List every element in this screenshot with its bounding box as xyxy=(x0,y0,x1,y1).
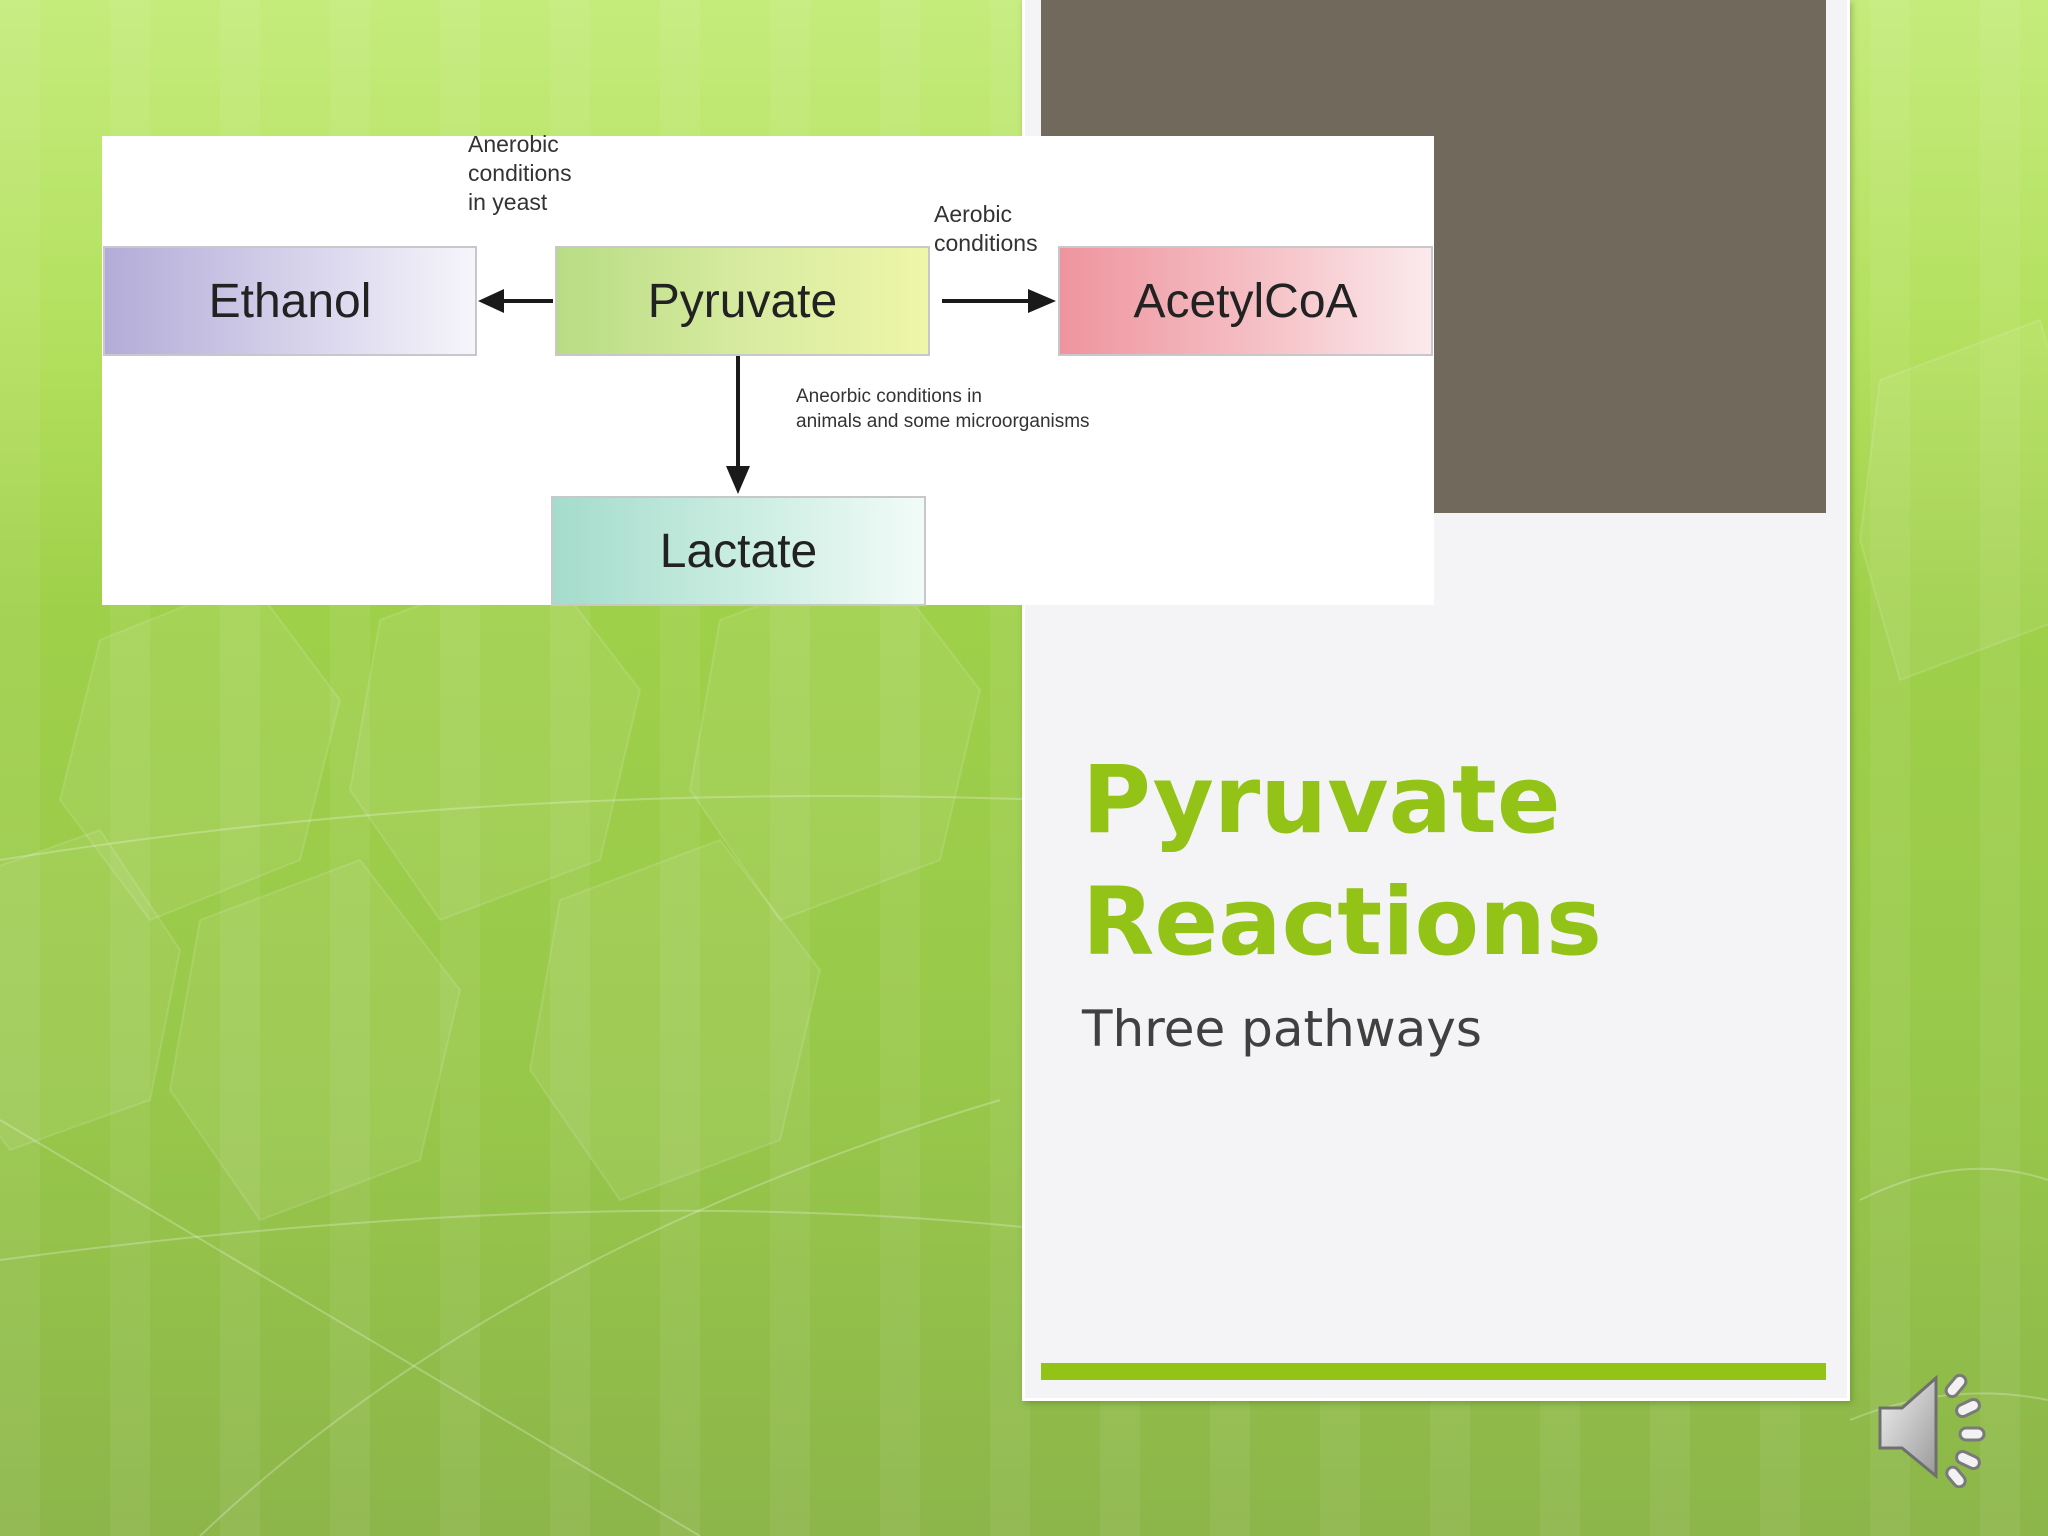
note-line: in yeast xyxy=(468,189,548,215)
note-line: Aerobic xyxy=(934,201,1012,227)
arrow-to-lactate-head xyxy=(726,466,750,494)
diagram-arrows xyxy=(478,289,1056,494)
ethanol-label: Ethanol xyxy=(208,274,372,328)
ethanol-box: Ethanol xyxy=(103,246,477,356)
speaker-icon[interactable] xyxy=(1874,1368,2008,1488)
pyruvate-label: Pyruvate xyxy=(647,274,838,328)
note-anaerobic-yeast: Anerobic conditions in yeast xyxy=(468,130,618,217)
note-line: Anerobic xyxy=(468,131,559,157)
note-line: animals and some microorganisms xyxy=(796,411,1090,432)
slide-subtitle: Three pathways xyxy=(1082,1000,1482,1058)
note-line: conditions xyxy=(934,230,1038,256)
slide-title-line-1: Pyruvate xyxy=(1082,746,1561,855)
note-anaerobic-animals: Aneorbic conditions in animals and some … xyxy=(796,384,1216,434)
lactate-label: Lactate xyxy=(659,524,818,578)
pyruvate-pathway-diagram: Ethanol Pyruvate AcetylCoA Lactate Anero… xyxy=(102,131,1434,606)
accent-bar xyxy=(1041,1363,1826,1380)
slide-title-line-2: Reactions xyxy=(1082,868,1602,977)
lactate-box: Lactate xyxy=(551,496,926,606)
note-line: Aneorbic conditions in xyxy=(796,386,982,407)
acetylcoa-box: AcetylCoA xyxy=(1058,246,1433,356)
note-aerobic: Aerobic conditions xyxy=(934,200,1084,258)
arrow-to-acetylcoa-head xyxy=(1028,289,1056,313)
note-line: conditions xyxy=(468,160,572,186)
arrow-to-ethanol-head xyxy=(478,289,504,313)
slide-title: Pyruvate Reactions xyxy=(1082,740,1802,984)
pyruvate-box: Pyruvate xyxy=(555,246,930,356)
acetylcoa-label: AcetylCoA xyxy=(1133,274,1358,328)
